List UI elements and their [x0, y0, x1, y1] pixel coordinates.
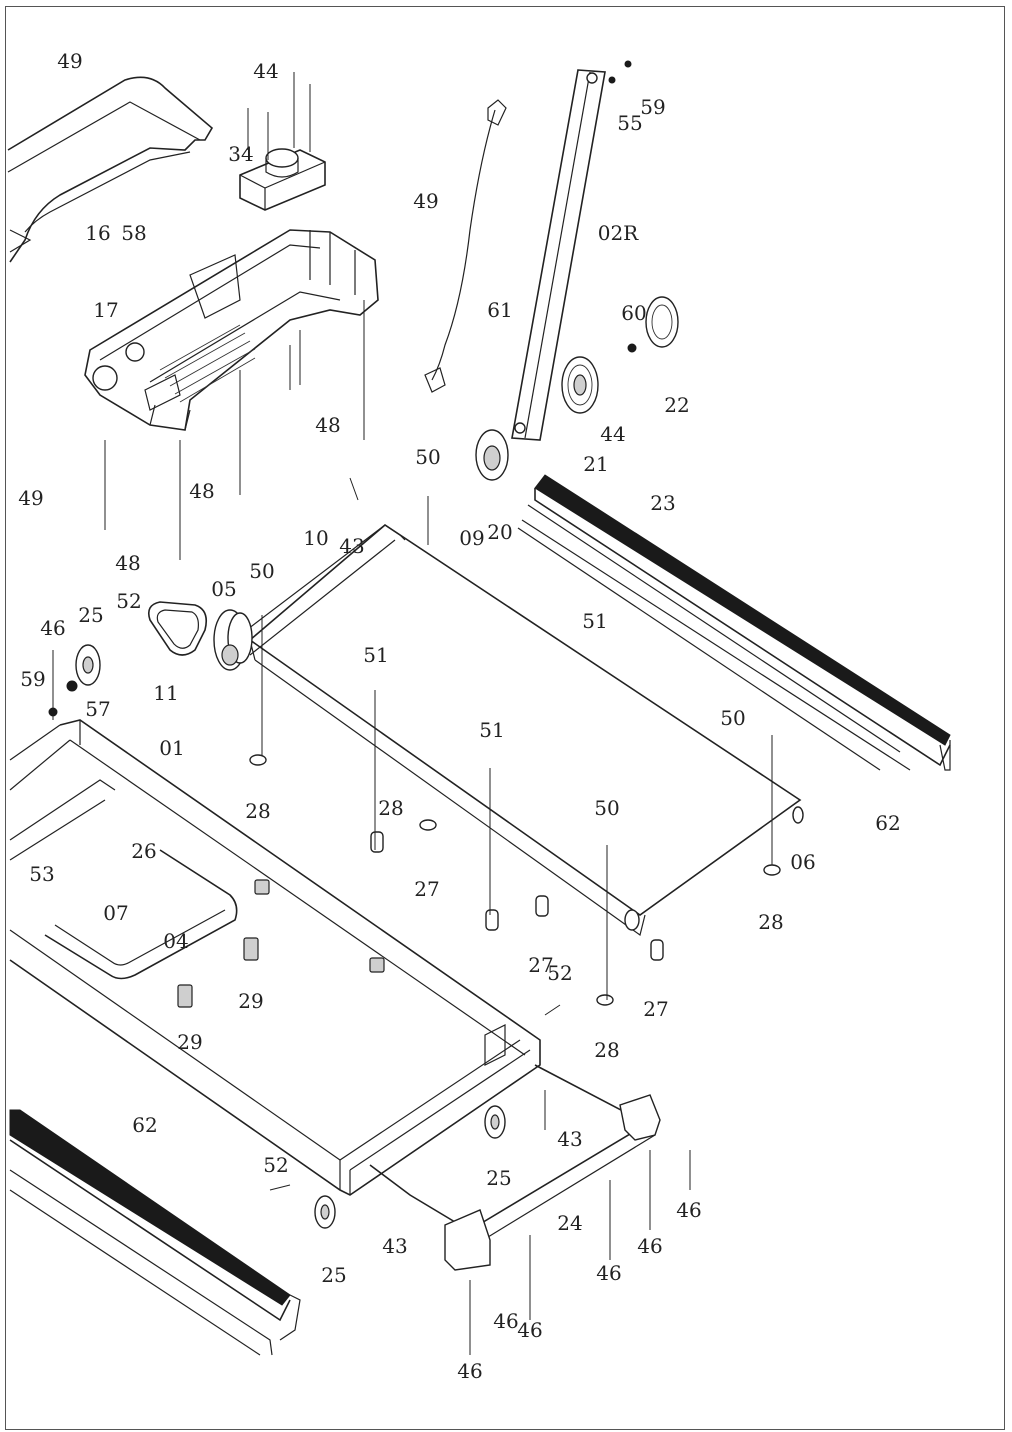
part-label-51: 51 — [479, 718, 504, 742]
drive-pulley — [213, 609, 253, 671]
part-label-27: 27 — [528, 953, 553, 977]
part-label-46: 46 — [493, 1309, 518, 1333]
part-label-52: 52 — [547, 961, 572, 985]
part-label-43: 43 — [382, 1234, 407, 1258]
part-label-62: 62 — [875, 811, 900, 835]
part-label-28: 28 — [758, 910, 783, 934]
part-label-60: 60 — [621, 301, 646, 325]
part-label-44: 44 — [600, 422, 625, 446]
cable — [424, 99, 507, 393]
part-label-46: 46 — [457, 1359, 482, 1383]
incline-frame — [44, 849, 238, 980]
front-legs — [369, 1064, 661, 1271]
part-label-58: 58 — [121, 221, 146, 245]
drive-belt — [147, 601, 208, 656]
part-label-26: 26 — [131, 839, 156, 863]
motor-cover — [7, 76, 214, 263]
part-label-27: 27 — [414, 877, 439, 901]
part-label-16: 16 — [85, 221, 110, 245]
part-label-46: 46 — [40, 616, 65, 640]
side-rail-left — [9, 1109, 301, 1356]
fasteners — [48, 300, 773, 1355]
part-label-48: 48 — [315, 413, 340, 437]
plate-20 — [475, 429, 509, 481]
part-label-05: 05 — [211, 577, 236, 601]
part-label-55: 55 — [617, 111, 642, 135]
part-label-29: 29 — [177, 1030, 202, 1054]
part-label-48: 48 — [115, 551, 140, 575]
part-label-50: 50 — [594, 796, 619, 820]
plate-21 — [561, 356, 599, 414]
part-label-21: 21 — [583, 452, 608, 476]
part-label-20: 20 — [487, 520, 512, 544]
part-label-07: 07 — [103, 901, 128, 925]
part-label-57: 57 — [85, 697, 110, 721]
part-label-24: 24 — [557, 1211, 582, 1235]
part-label-61: 61 — [487, 298, 512, 322]
motor-bracket — [239, 72, 326, 211]
part-label-25: 25 — [78, 603, 103, 627]
part-label-28: 28 — [378, 796, 403, 820]
part-label-23: 23 — [650, 491, 675, 515]
part-label-10: 10 — [303, 526, 328, 550]
part-label-50: 50 — [720, 706, 745, 730]
part-label-53: 53 — [29, 862, 54, 886]
motor-base-tray — [84, 229, 379, 431]
part-label-25: 25 — [486, 1166, 511, 1190]
wheel-25 — [75, 644, 506, 1229]
brackets — [177, 879, 385, 1008]
cushions — [249, 754, 781, 1006]
part-label-46: 46 — [637, 1234, 662, 1258]
side-rail-right — [517, 474, 951, 771]
part-label-49: 49 — [57, 49, 82, 73]
part-label-25: 25 — [321, 1263, 346, 1287]
part-label-62: 62 — [132, 1113, 157, 1137]
base-frame — [9, 719, 541, 1196]
part-label-46: 46 — [517, 1318, 542, 1342]
part-label-51: 51 — [363, 643, 388, 667]
part-label-28: 28 — [245, 799, 270, 823]
part-label-49: 49 — [413, 189, 438, 213]
part-label-46: 46 — [676, 1198, 701, 1222]
part-label-48: 48 — [189, 479, 214, 503]
part-label-27: 27 — [643, 997, 668, 1021]
part-label-02R: 02R — [598, 221, 639, 245]
part-label-51: 51 — [582, 609, 607, 633]
part-label-01: 01 — [159, 736, 184, 760]
upright-post — [511, 60, 632, 441]
part-label-34: 34 — [228, 142, 253, 166]
part-label-09: 09 — [459, 526, 484, 550]
part-label-59: 59 — [20, 667, 45, 691]
part-label-50: 50 — [249, 559, 274, 583]
part-label-43: 43 — [339, 534, 364, 558]
part-label-49: 49 — [18, 486, 43, 510]
part-label-04: 04 — [163, 929, 188, 953]
part-label-59: 59 — [640, 95, 665, 119]
plate-22 — [627, 296, 679, 353]
part-label-11: 11 — [153, 681, 178, 705]
rear-roller — [239, 524, 396, 656]
part-label-17: 17 — [93, 298, 118, 322]
diagram-frame — [5, 6, 1005, 1430]
part-label-06: 06 — [790, 850, 815, 874]
part-label-44: 44 — [253, 59, 278, 83]
part-label-46: 46 — [596, 1261, 621, 1285]
part-label-29: 29 — [238, 989, 263, 1013]
part-label-52: 52 — [263, 1153, 288, 1177]
part-label-43: 43 — [557, 1127, 582, 1151]
part-label-52: 52 — [116, 589, 141, 613]
front-roller-end — [624, 806, 804, 931]
part-label-22: 22 — [664, 393, 689, 417]
part-label-50: 50 — [415, 445, 440, 469]
part-label-28: 28 — [594, 1038, 619, 1062]
